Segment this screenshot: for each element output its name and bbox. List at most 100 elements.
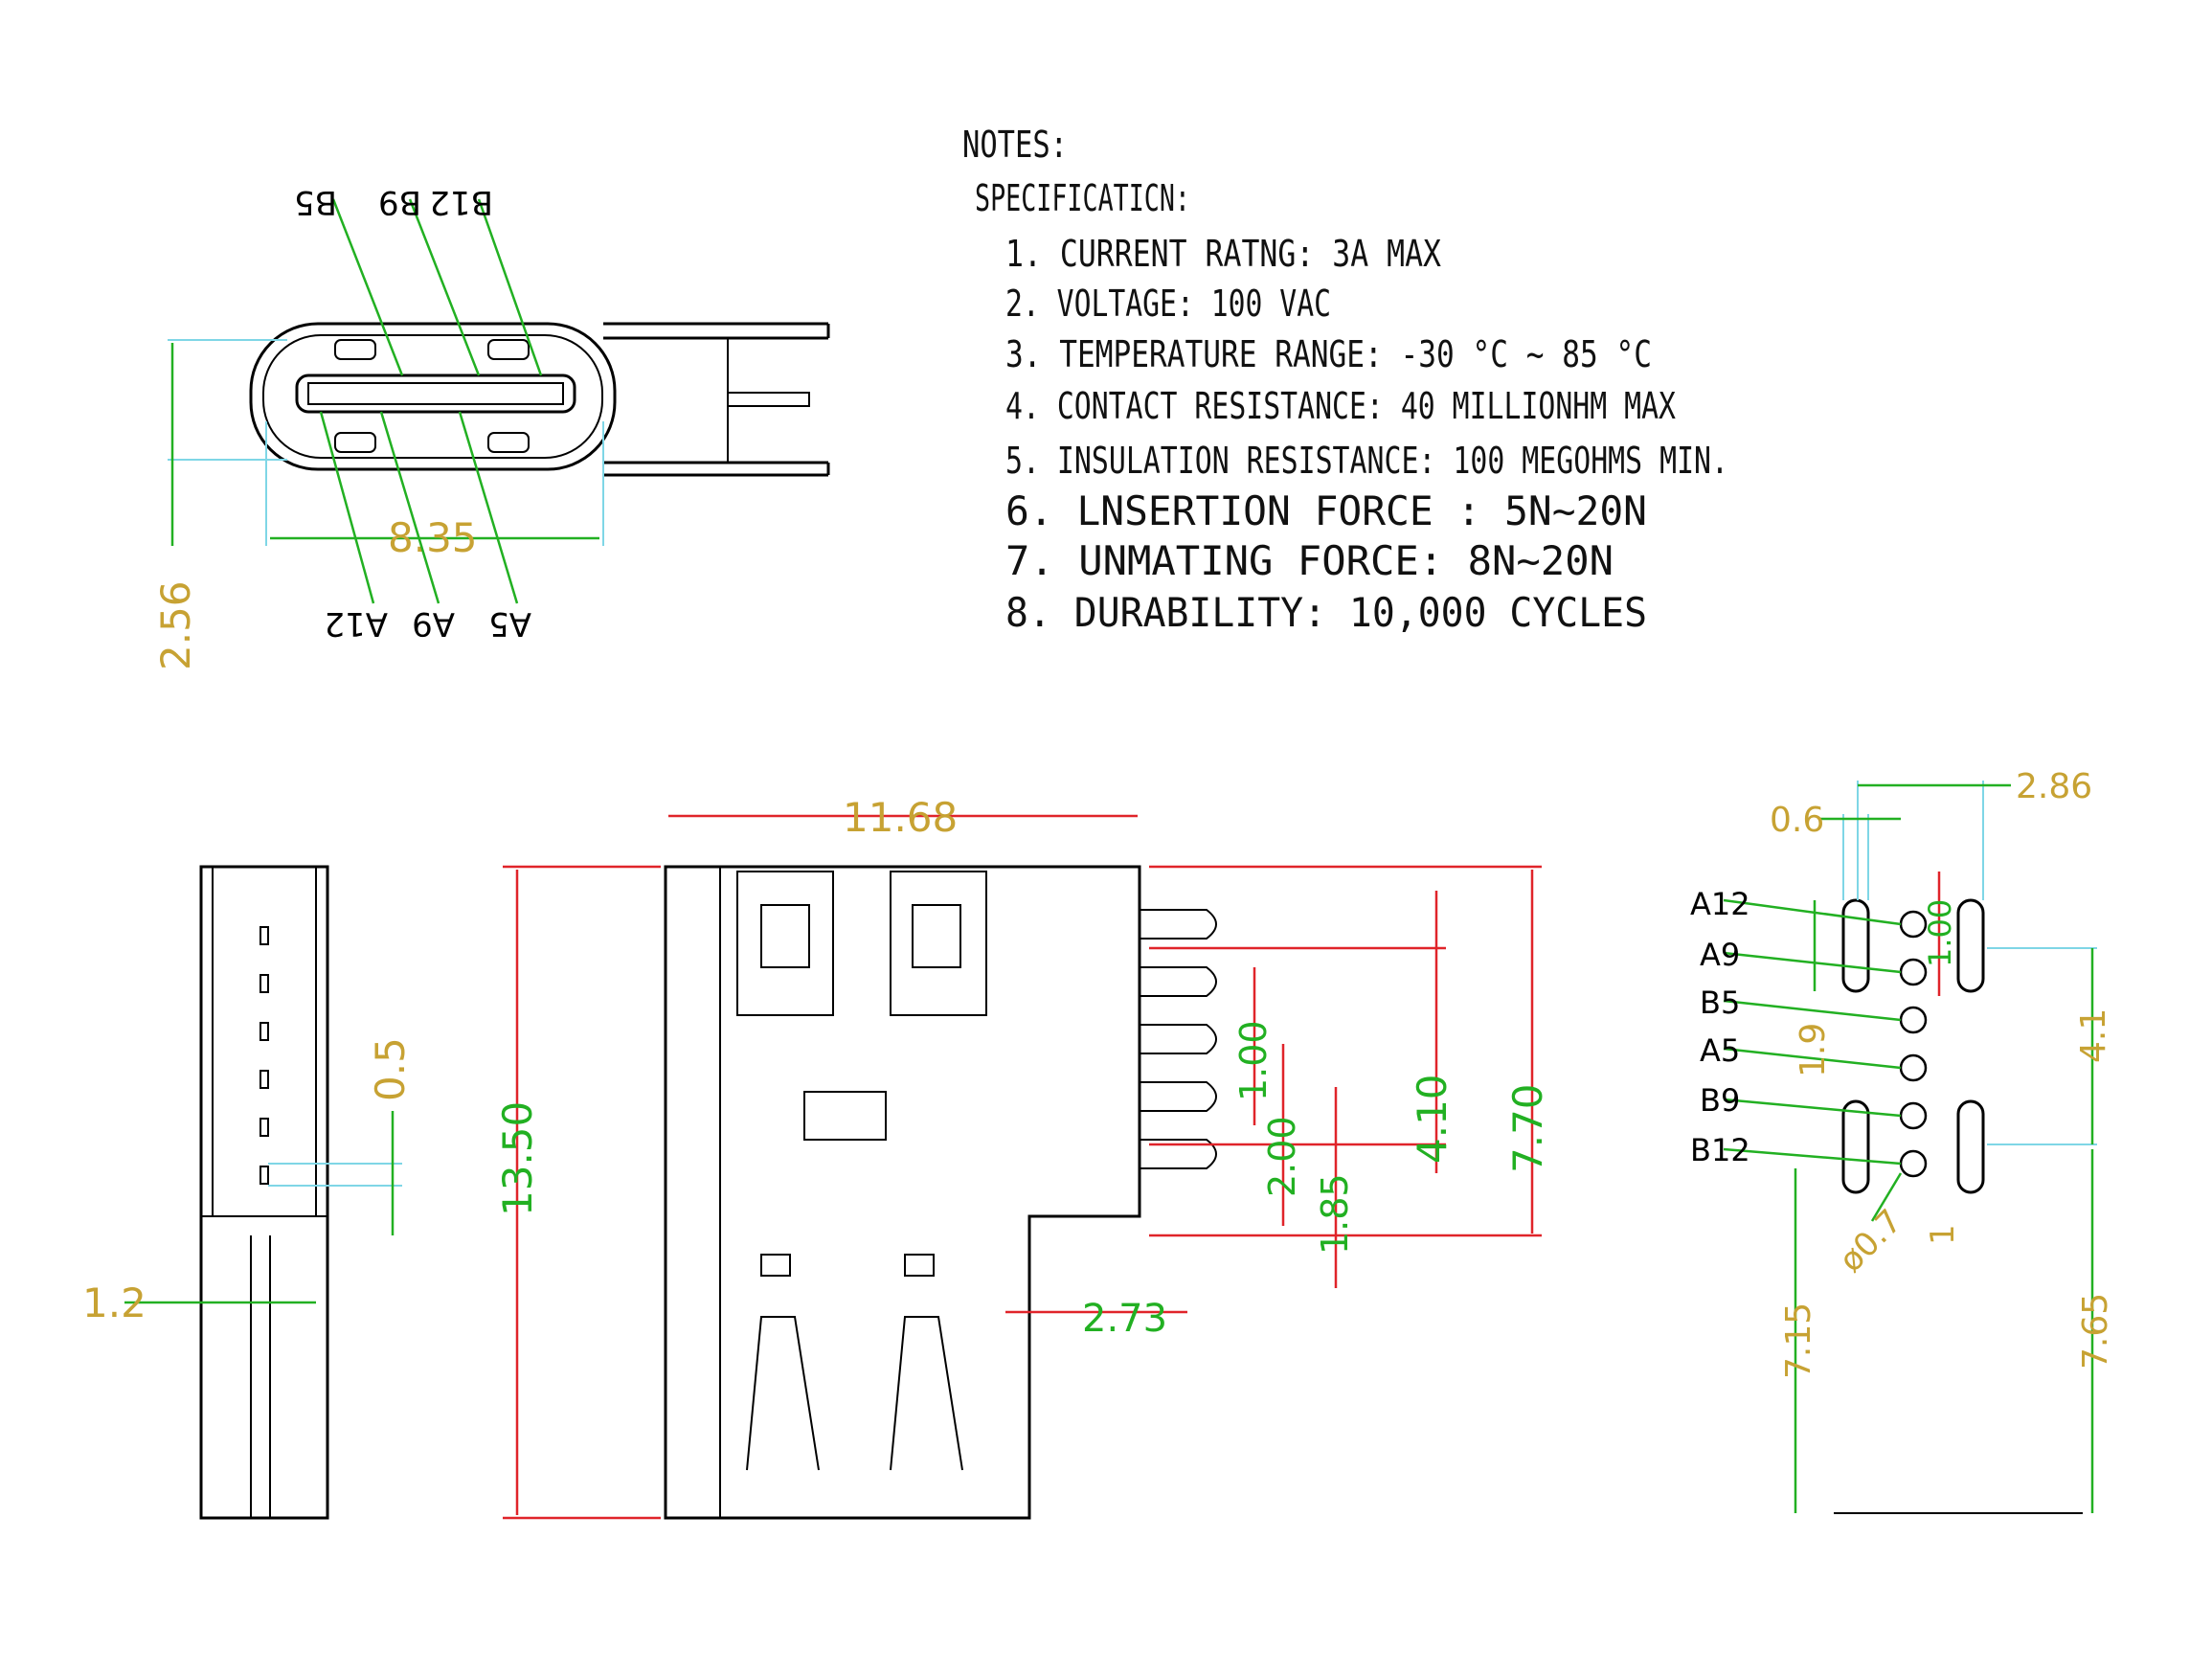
footprint-hole-a5 (1899, 1053, 1928, 1082)
tail-pin-2 (1140, 966, 1217, 997)
fp-1-9-dim: 1.9 (1794, 1023, 1833, 1077)
top-window-right (890, 871, 987, 1016)
leader-b5 (331, 198, 404, 376)
fp-0-6-dim: 0.6 (1770, 801, 1824, 840)
fp-leader-b9 (1723, 1098, 1902, 1118)
front-view: 8.35 2.56 B5 B9 B12 A12 A9 A5 (152, 183, 830, 670)
front-shell-inner (262, 334, 603, 459)
fp-label-a5: A5 (1700, 1032, 1740, 1069)
front-shell-outline (249, 322, 617, 471)
top-1-00-dim: 1.00 (1232, 1020, 1275, 1101)
fp-label-a12: A12 (1690, 886, 1750, 922)
leader-a5 (458, 411, 519, 604)
front-pad-top-right (487, 339, 530, 360)
pin-label-b5: B5 (294, 183, 337, 221)
top-window-right-inner (912, 904, 961, 968)
spec-item-6: 6. LNSERTION FORCE : 5N~20N (1005, 487, 1647, 534)
fp-leader-b12 (1723, 1147, 1902, 1166)
top-view: 11.68 13.50 7.70 4.10 1.00 2.00 1.85 2.7… (494, 794, 1551, 1520)
top-7-70-dim: 7.70 (1504, 1083, 1551, 1173)
fp-gap-dim: 1 (1924, 1224, 1962, 1245)
fp-2-86-dim: 2.86 (2016, 767, 2092, 806)
fp-leader-a5 (1723, 1047, 1902, 1070)
side-body (199, 865, 329, 1520)
top-4-10-dim: 4.10 (1409, 1074, 1456, 1164)
spec-item-2: 2. VOLTAGE: 100 VAC (1005, 283, 1331, 325)
tail-pin-3 (1140, 1024, 1217, 1054)
leader-b9 (408, 198, 481, 376)
spec-item-8: 8. DURABILITY: 10,000 CYCLES (1005, 589, 1647, 636)
spec-item-5: 5. INSULATION RESISTANCE: 100 MEGOHMS MI… (1005, 440, 1728, 482)
tail-pin-5 (1140, 1139, 1217, 1169)
footprint-pad-left-bottom (1841, 1099, 1870, 1194)
footprint-hole-b5 (1899, 1006, 1928, 1034)
pin-label-a5: A5 (488, 604, 531, 643)
top-spring-right (890, 1316, 963, 1471)
footprint-hole-b12 (1899, 1149, 1928, 1178)
front-pad-bottom-left (334, 432, 376, 453)
front-body-pin (727, 392, 810, 407)
footprint-pad-left-top (1841, 898, 1870, 993)
side-contact-1 (260, 926, 269, 945)
side-contact-5 (260, 1118, 269, 1137)
front-tongue (295, 374, 576, 414)
top-tab-left (760, 1254, 791, 1277)
fp-7-15-dim: 7.15 (1779, 1302, 1818, 1379)
side-thickness-dim: 1.2 (82, 1279, 147, 1326)
fp-leader-b5 (1723, 999, 1902, 1022)
front-height-dim: 2.56 (152, 580, 199, 670)
top-marker (803, 1091, 887, 1141)
top-body-outline (664, 865, 1141, 1520)
fp-label-a9: A9 (1700, 937, 1740, 973)
pin-label-a9: A9 (412, 604, 455, 643)
top-window-left-inner (760, 904, 810, 968)
footprint-hole-b9 (1899, 1101, 1928, 1130)
leader-a9 (379, 411, 440, 604)
fp-leader-a12 (1723, 898, 1902, 926)
fp-label-b12: B12 (1690, 1132, 1750, 1168)
notes-block: NOTES: SPECIFICATICN: 1. CURRENT RATNG: … (962, 124, 1728, 636)
spec-item-3: 3. TEMPERATURE RANGE: -30 °C ~ 85 °C (1005, 333, 1652, 375)
footprint-pad-right-bottom (1956, 1099, 1985, 1194)
pin-label-b9: B9 (378, 183, 421, 221)
leader-a12 (319, 411, 375, 604)
pin-label-b12: B12 (429, 183, 493, 221)
footprint-view: A12 A9 B5 A5 B9 B12 2.86 0.6 1.00 1.9 4.… (1690, 767, 2115, 1514)
notes-subheading: SPECIFICATICN: (975, 177, 1190, 219)
side-contact-3 (260, 1022, 269, 1041)
tail-pin-4 (1140, 1081, 1217, 1112)
spec-item-7: 7. UNMATING FORCE: 8N~20N (1005, 537, 1614, 584)
fp-label-b9: B9 (1700, 1082, 1740, 1119)
front-pad-bottom-right (487, 432, 530, 453)
top-length-dim: 13.50 (494, 1101, 541, 1216)
fp-hole-dim: ø0.7 (1832, 1202, 1909, 1279)
fp-label-b5: B5 (1700, 985, 1740, 1021)
fp-7-65-dim: 7.65 (2076, 1293, 2115, 1370)
fp-4-1-dim: 4.1 (2074, 1008, 2113, 1063)
footprint-pad-right-top (1956, 898, 1985, 993)
side-contact-6 (260, 1166, 269, 1185)
top-window-left (736, 871, 834, 1016)
side-contact-2 (260, 974, 269, 993)
notes-heading: NOTES: (962, 124, 1068, 166)
top-width-dim: 11.68 (843, 794, 958, 841)
tail-pin-1 (1140, 909, 1217, 940)
front-pad-top-left (334, 339, 376, 360)
front-width-dim: 8.35 (388, 514, 478, 561)
top-1-85-dim: 1.85 (1314, 1173, 1356, 1255)
top-spring-left (746, 1316, 820, 1471)
fp-pitch-dim: 1.00 (1922, 899, 1958, 967)
side-pitch-dim: 0.5 (367, 1037, 414, 1101)
side-view: 0.5 1.2 (82, 865, 414, 1520)
top-2-00-dim: 2.00 (1261, 1116, 1303, 1197)
fp-hole-leader (1870, 1172, 1903, 1222)
spec-item-4: 4. CONTACT RESISTANCE: 40 MILLIONHM MAX (1005, 385, 1676, 427)
front-tongue-inner (307, 382, 564, 405)
top-tab-right (904, 1254, 935, 1277)
leader-b12 (477, 198, 543, 376)
top-tail-offset-dim: 2.73 (1082, 1297, 1167, 1341)
side-contact-4 (260, 1070, 269, 1089)
fp-leader-a9 (1723, 951, 1902, 974)
spec-item-1: 1. CURRENT RATNG: 3A MAX (1005, 233, 1441, 275)
